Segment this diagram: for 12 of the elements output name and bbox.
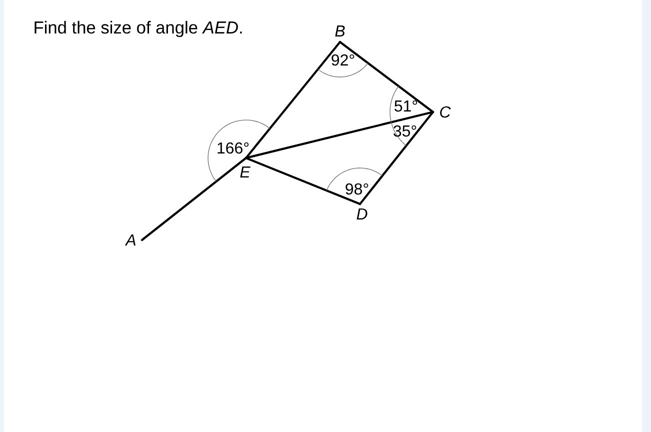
line-segment xyxy=(140,156,248,242)
line-segment xyxy=(244,156,362,206)
line-segment xyxy=(244,110,434,160)
line-segment xyxy=(358,110,434,206)
question-text: Find the size of angle AED. xyxy=(34,20,242,38)
vertex-label: B xyxy=(335,26,345,36)
line-segment xyxy=(338,40,434,114)
vertex-label: A xyxy=(124,234,136,246)
vertex-label: E xyxy=(240,166,250,178)
vertex-label: D xyxy=(356,208,368,220)
vertex-label: C xyxy=(440,106,451,118)
line-segment xyxy=(244,40,342,160)
